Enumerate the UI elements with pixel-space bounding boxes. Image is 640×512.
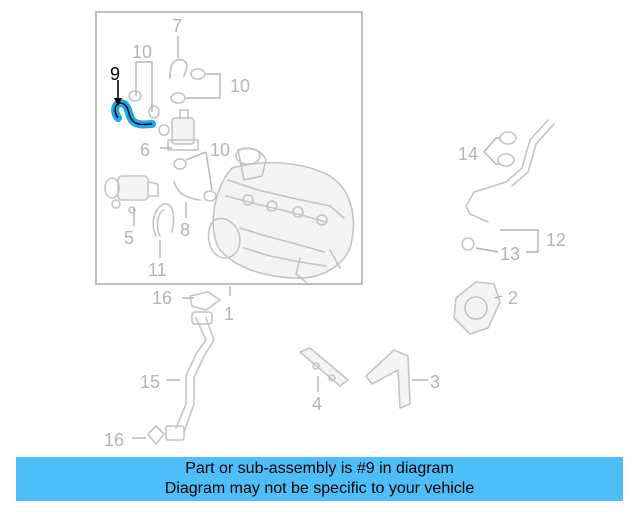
part-10-clamp	[173, 158, 187, 170]
part-10-clamp	[203, 190, 217, 202]
part-14-line	[461, 119, 555, 251]
part-2-gasket	[453, 281, 501, 335]
callout-1: 1	[224, 304, 234, 324]
callout-4: 4	[312, 394, 322, 414]
info-banner: Part or sub-assembly is #9 in diagram Di…	[16, 457, 623, 501]
callout-6: 6	[140, 140, 150, 160]
banner-line-1: Part or sub-assembly is #9 in diagram	[185, 460, 454, 477]
callout-12: 12	[546, 230, 566, 250]
callout-7: 7	[172, 16, 182, 36]
callout-2: 2	[508, 288, 518, 308]
banner-line-2: Diagram may not be specific to your vehi…	[164, 480, 475, 497]
callout-8: 8	[180, 220, 190, 240]
callout-9: 9	[110, 64, 120, 84]
part-3-bracket	[365, 349, 411, 409]
callout-10: 10	[230, 76, 250, 96]
part-6-valve	[158, 109, 199, 151]
part-10-clamp	[170, 92, 186, 104]
part-9-hose-outline	[114, 102, 153, 126]
callout-16: 16	[152, 288, 172, 308]
callout-3: 3	[430, 372, 440, 392]
assembly-frame	[95, 11, 363, 285]
callout-10: 10	[210, 140, 230, 160]
callout-10: 10	[132, 42, 152, 62]
callout-5: 5	[124, 228, 134, 248]
part-11-hose	[152, 203, 175, 237]
callout-13: 13	[500, 244, 520, 264]
part-10-clamp	[190, 68, 206, 80]
callout-11: 11	[148, 260, 167, 280]
part-4-heatshield	[299, 347, 349, 387]
callout-14: 14	[458, 144, 478, 164]
callout-16: 16	[104, 430, 124, 450]
turbocharger-drawing	[207, 147, 355, 283]
part-15-pipe	[165, 317, 215, 441]
part-16-gasket	[147, 291, 221, 445]
part-10-clamp	[148, 105, 160, 119]
part-5-solenoid	[104, 175, 159, 214]
part-10-clamp	[128, 90, 142, 102]
callout-15: 15	[140, 372, 160, 392]
